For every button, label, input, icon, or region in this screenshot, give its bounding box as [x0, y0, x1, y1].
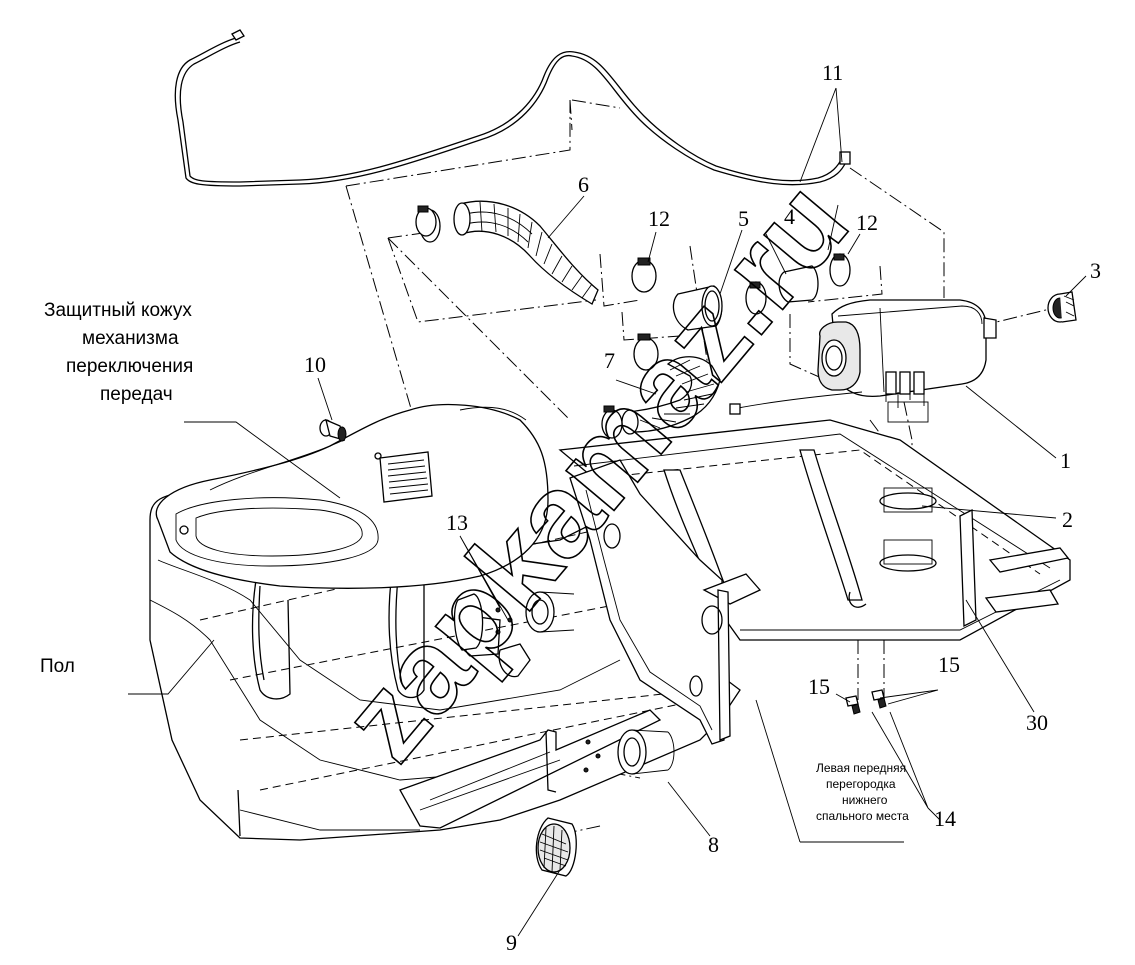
- callout-15-right: 15: [938, 652, 960, 677]
- heater-unit-1: [729, 299, 997, 415]
- callout-11: 11: [822, 60, 843, 85]
- partition-panel: [569, 459, 762, 745]
- callout-30: 30: [1026, 710, 1048, 735]
- partition-label-line2: перегородка: [826, 777, 896, 791]
- callout-3: 3: [1090, 258, 1101, 283]
- callout-15-left: 15: [808, 674, 830, 699]
- callout-6: 6: [578, 172, 589, 197]
- floor-label: Пол: [40, 656, 75, 677]
- duct-hose-6: [415, 200, 599, 305]
- shift-mechanism-cover: [155, 403, 549, 589]
- fuel-line-11: [174, 29, 851, 187]
- frame-members: [558, 401, 1071, 641]
- bolts-15: [845, 689, 887, 715]
- shift-cover-label-line3: переключения: [66, 356, 193, 377]
- vent-nozzle-9: [535, 817, 577, 877]
- flange-8: [583, 729, 675, 775]
- callout-12-right: 12: [856, 210, 878, 235]
- duct-hose-7: [601, 356, 721, 439]
- grommet-10: [319, 418, 347, 442]
- vent-grille: [387, 459, 429, 495]
- callout-2: 2: [1062, 507, 1073, 532]
- callout-10: 10: [304, 352, 326, 377]
- callout-14: 14: [934, 806, 956, 831]
- callout-12-left: 12: [648, 206, 670, 231]
- shift-cover-label-line1: Защитный кожух: [44, 300, 192, 321]
- shift-cover-label-line2: механизма: [82, 328, 179, 349]
- shift-cover-label-line4: передач: [100, 384, 173, 405]
- callout-13: 13: [446, 510, 468, 535]
- callout-1: 1: [1060, 448, 1071, 473]
- partition-label-line4: спального места: [816, 809, 909, 823]
- intake-cap-3: [1047, 291, 1077, 323]
- clamps-and-connectors: [631, 253, 851, 371]
- partition-label-line1: Левая передняя: [816, 761, 906, 775]
- shift-cover-label: Защитный кожух механизма переключения пе…: [44, 300, 193, 405]
- partition-label: Левая передняя перегородка нижнего спаль…: [816, 761, 909, 823]
- callout-5: 5: [738, 206, 749, 231]
- partition-label-line3: нижнего: [842, 793, 888, 807]
- leader-lines: [128, 87, 1087, 937]
- flanges-13: [453, 591, 575, 651]
- callout-4: 4: [784, 204, 795, 229]
- callout-numbers: 1 2 3 4 5 6 7 8 9 10 11 12 12 13 14 15 1…: [304, 60, 1101, 955]
- callout-9: 9: [506, 930, 517, 955]
- callout-7: 7: [604, 348, 615, 373]
- callout-8: 8: [708, 832, 719, 857]
